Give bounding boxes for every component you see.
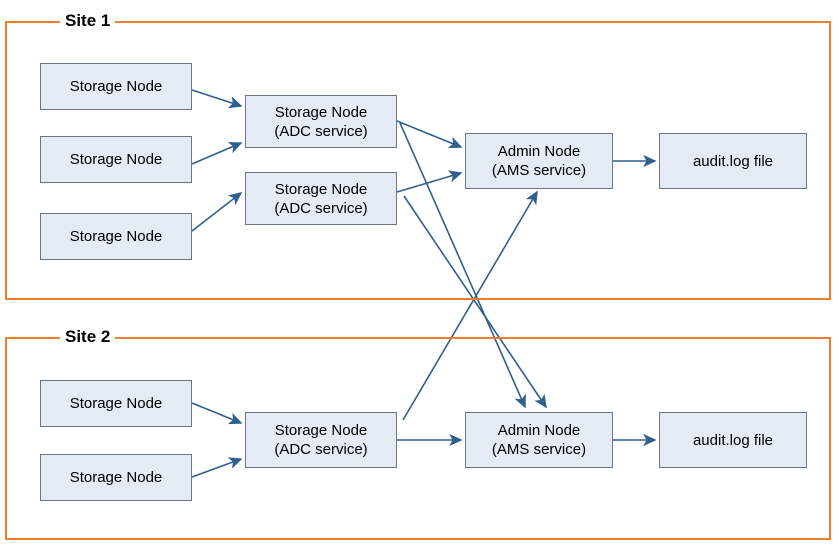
node-title: Storage Node	[274, 422, 368, 439]
node-title: audit.log file	[692, 431, 774, 449]
node-subtitle: (AMS service)	[491, 162, 587, 179]
node-title: Storage Node	[69, 395, 163, 412]
node-storage-node-s2-2[interactable]: Storage Node	[40, 454, 192, 501]
node-storage-node-s1-1[interactable]: Storage Node	[40, 63, 192, 110]
node-storage-node-adc-s1-1[interactable]: Storage Node (ADC service)	[245, 95, 397, 148]
node-subtitle: (ADC service)	[274, 199, 368, 217]
node-storage-node-adc-s1-2[interactable]: Storage Node (ADC service)	[245, 172, 397, 225]
node-storage-node-s1-3[interactable]: Storage Node	[40, 213, 192, 260]
node-subtitle: (ADC service)	[274, 122, 368, 140]
node-title: Admin Node	[497, 143, 581, 160]
node-storage-node-adc-s2-1[interactable]: Storage Node (ADC service)	[245, 412, 397, 468]
node-title: Storage Node	[69, 469, 163, 486]
node-storage-node-s2-1[interactable]: Storage Node	[40, 380, 192, 427]
site-frame-site1	[5, 21, 831, 300]
node-storage-node-s1-2[interactable]: Storage Node	[40, 136, 192, 183]
site-label-site2: Site 2	[60, 328, 116, 346]
node-title: Storage Node	[69, 228, 163, 245]
site-label-site1: Site 1	[60, 12, 116, 30]
node-title: Storage Node	[69, 78, 163, 95]
site-frame-site2	[5, 337, 831, 540]
node-admin-node-ams-s1[interactable]: Admin Node (AMS service)	[465, 133, 613, 189]
node-title: Storage Node	[274, 103, 368, 121]
node-subtitle: (AMS service)	[491, 441, 587, 458]
node-audit-log-file-s1[interactable]: audit.log file	[659, 133, 807, 189]
node-audit-log-file-s2[interactable]: audit.log file	[659, 412, 807, 468]
node-title: Storage Node	[69, 151, 163, 168]
node-title: Admin Node	[497, 422, 581, 439]
node-subtitle: (ADC service)	[274, 441, 368, 458]
node-title: audit.log file	[692, 152, 774, 170]
node-admin-node-ams-s2[interactable]: Admin Node (AMS service)	[465, 412, 613, 468]
node-title: Storage Node	[274, 180, 368, 198]
